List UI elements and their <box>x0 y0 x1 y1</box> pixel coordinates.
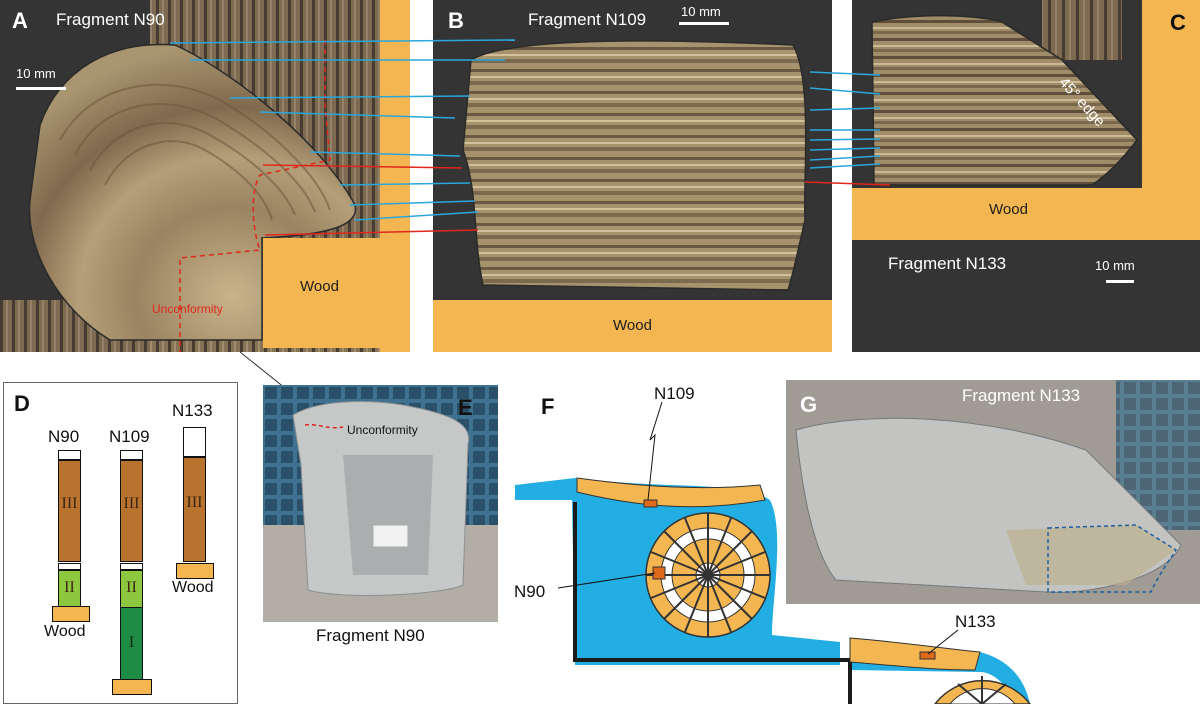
blue-correlation-lines <box>169 39 881 221</box>
n133-phase-III: III <box>183 457 206 562</box>
n90-wood-label: Wood <box>44 623 86 640</box>
panel-b-title: Fragment N109 <box>528 10 647 29</box>
panel-g: G Fragment N133 <box>786 380 1200 604</box>
panel-a-title: Fragment N90 <box>56 10 165 29</box>
n109-phase-II: II <box>120 570 143 608</box>
panel-c: C Wood Fragment N133 10 mm 45° edge <box>852 0 1200 352</box>
red-correlation-lines <box>262 164 891 236</box>
n90-phase-III: III <box>58 460 81 562</box>
n109-wood-block <box>112 679 152 695</box>
sample-tag <box>372 524 409 548</box>
n109-gap-mid <box>120 563 143 570</box>
panel-d: D N90 III II Wood N109 III II I N133 III… <box>3 382 238 704</box>
n133-phase-III-label: III <box>186 494 203 511</box>
wood-label-b: Wood <box>613 317 652 334</box>
growth-layers <box>59 83 331 221</box>
wood-label-a: Wood <box>300 278 339 295</box>
n90-gap-mid <box>58 563 81 570</box>
sample-location-n133 <box>919 651 936 660</box>
n133-wood-block <box>176 563 214 579</box>
column-name-n133: N133 <box>172 401 213 420</box>
fragment-n133-section <box>871 14 1138 186</box>
wood-strip-b <box>433 300 832 352</box>
panel-a: A Fragment N90 10 mm Wood Unconformity <box>0 0 410 352</box>
leader-lines-f <box>557 401 959 655</box>
panel-label-g: G <box>800 392 818 417</box>
panel-e-caption: Fragment N90 <box>316 626 425 645</box>
wood-strip-c-right <box>1142 0 1200 190</box>
launder-upper <box>576 477 766 508</box>
column-name-n90: N90 <box>48 427 80 446</box>
n90-phase-II-label: II <box>64 579 75 596</box>
highlight-box <box>1047 524 1178 593</box>
wood-strip-a <box>380 0 410 352</box>
panel-a-graphic <box>0 0 380 352</box>
label-n133-f: N133 <box>955 612 996 631</box>
panel-label-b: B <box>448 8 464 33</box>
panel-b-graphic <box>462 40 807 291</box>
n90-gap-top <box>58 450 81 460</box>
panel-f-diagram <box>515 401 1031 704</box>
panel-label-d: D <box>14 391 30 416</box>
wood-label-c: Wood <box>989 201 1028 218</box>
channel-wall <box>573 502 852 704</box>
wood-block-a <box>263 238 380 348</box>
panel-label-c: C <box>1170 10 1186 35</box>
panel-c-graphic <box>871 0 1138 186</box>
panel-label-a: A <box>12 8 28 33</box>
launder-lower <box>849 637 981 671</box>
n109-phase-I: I <box>120 607 143 681</box>
water-wheel <box>645 512 771 638</box>
scale-bar-c <box>1106 280 1134 283</box>
label-n90-f: N90 <box>514 582 546 601</box>
n109-phase-III: III <box>120 460 143 562</box>
panel-b: B Fragment N109 10 mm Wood <box>433 0 832 352</box>
panel-g-title: Fragment N133 <box>962 386 1081 405</box>
scale-label-c: 10 mm <box>1095 258 1135 273</box>
cavity <box>343 455 433 575</box>
label-n109-f: N109 <box>654 384 695 403</box>
scale-bar-b <box>679 22 729 25</box>
n90-wood-block <box>52 606 90 622</box>
n109-phase-II-label: II <box>126 579 137 596</box>
n109-phase-I-label: I <box>128 634 135 651</box>
n90-phase-II: II <box>58 570 81 608</box>
water-wheel-lower <box>934 676 1031 704</box>
unconformity-label-e: Unconformity <box>347 423 418 437</box>
n90-phase-III-label: III <box>61 495 78 512</box>
scale-bar-a <box>16 87 66 90</box>
panel-e: E Unconformity <box>263 385 498 622</box>
panel-g-photo <box>786 380 1200 604</box>
correlation-lines <box>169 39 891 401</box>
n109-phase-III-label: III <box>123 495 140 512</box>
scale-label-b: 10 mm <box>681 4 721 19</box>
panel-label-f: F <box>541 394 555 419</box>
unconformity-label-a: Unconformity <box>152 302 223 316</box>
sample-location-n109 <box>643 499 658 508</box>
n109-gap-top <box>120 450 143 460</box>
panel-c-title: Fragment N133 <box>888 254 1007 273</box>
n133-wood-label: Wood <box>172 579 214 596</box>
unconformity-line-e <box>304 423 344 429</box>
panel-e-photo <box>263 385 498 622</box>
wood-strip-c-bottom <box>852 188 1200 240</box>
n133-gap-top <box>183 427 206 457</box>
column-name-n109: N109 <box>109 427 150 446</box>
panel-f: F <box>510 380 1050 704</box>
background-stripes-c <box>1042 0 1122 60</box>
panel-label-e: E <box>458 395 473 420</box>
scale-label-a: 10 mm <box>16 66 56 81</box>
fragment-n109-section <box>462 40 807 291</box>
